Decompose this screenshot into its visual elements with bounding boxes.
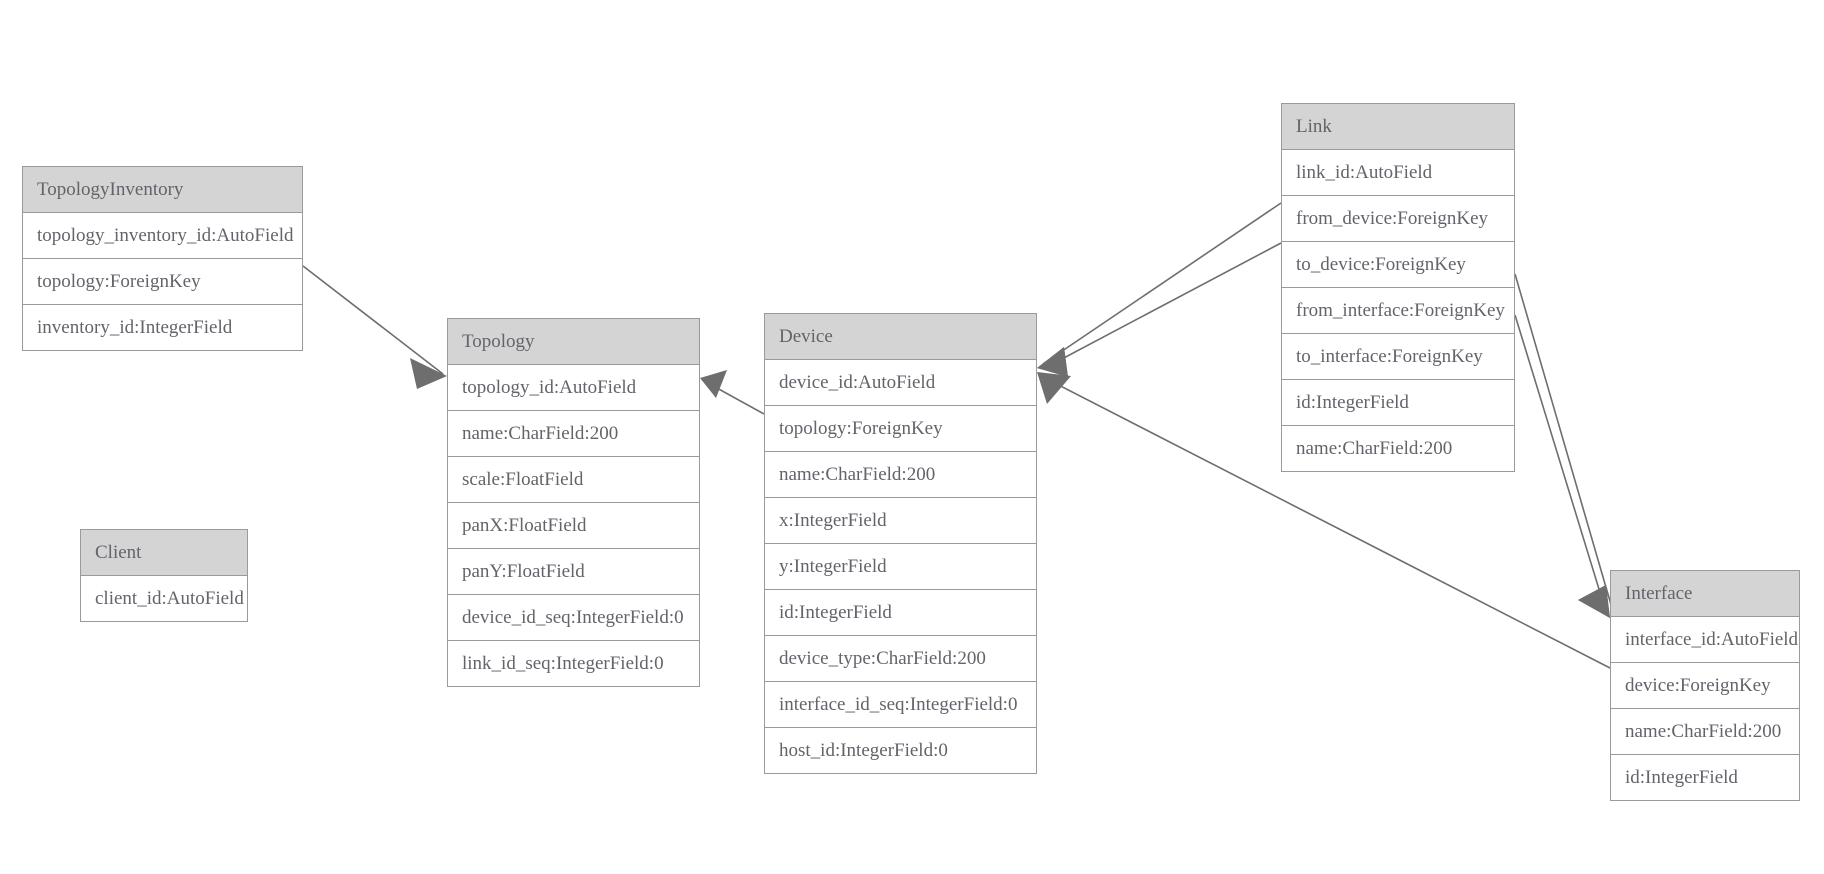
entity-field[interactable]: host_id:IntegerField:0 — [765, 728, 1036, 773]
entity-field[interactable]: name:CharField:200 — [448, 411, 699, 457]
relationship-arrowhead — [1037, 347, 1068, 377]
relationship-line — [302, 265, 444, 375]
entity-field[interactable]: device_id_seq:IntegerField:0 — [448, 595, 699, 641]
entity-field[interactable]: inventory_id:IntegerField — [23, 305, 302, 350]
relationship-line — [1514, 314, 1607, 613]
relationship-arrowhead — [410, 358, 447, 389]
entity-field[interactable]: panY:FloatField — [448, 549, 699, 595]
entity-title-topology: Topology — [448, 319, 699, 365]
entity-title-device: Device — [765, 314, 1036, 360]
entity-field[interactable]: device_type:CharField:200 — [765, 636, 1036, 682]
entity-field[interactable]: to_interface:ForeignKey — [1282, 334, 1514, 380]
relationship-arrowhead — [1037, 347, 1068, 377]
entity-field[interactable]: panX:FloatField — [448, 503, 699, 549]
entity-field[interactable]: id:IntegerField — [1611, 755, 1799, 800]
entity-field[interactable]: name:CharField:200 — [765, 452, 1036, 498]
entity-field[interactable]: topology:ForeignKey — [23, 259, 302, 305]
entity-title-link: Link — [1282, 104, 1514, 150]
entity-field[interactable]: interface_id_seq:IntegerField:0 — [765, 682, 1036, 728]
entity-field[interactable]: id:IntegerField — [1282, 380, 1514, 426]
relationship-arrowhead — [1578, 585, 1610, 618]
entity-field[interactable]: to_device:ForeignKey — [1282, 242, 1514, 288]
entity-field[interactable]: device:ForeignKey — [1611, 663, 1799, 709]
relationship-arrowhead — [700, 370, 727, 398]
relationship-link-to-device — [1037, 242, 1282, 377]
entity-field[interactable]: link_id:AutoField — [1282, 150, 1514, 196]
entity-title-interface: Interface — [1611, 571, 1799, 617]
entity-field[interactable]: topology_inventory_id:AutoField — [23, 213, 302, 259]
relationship-link-from-interface — [1514, 273, 1613, 618]
relationship-line — [1042, 202, 1282, 365]
entity-field[interactable]: from_device:ForeignKey — [1282, 196, 1514, 242]
relationship-topologyinventory-topology — [302, 265, 447, 389]
entity-field[interactable]: name:CharField:200 — [1611, 709, 1799, 755]
relationship-arrowhead — [1037, 372, 1071, 404]
entity-field[interactable]: name:CharField:200 — [1282, 426, 1514, 471]
entity-field[interactable]: topology:ForeignKey — [765, 406, 1036, 452]
relationship-arrowhead — [1578, 585, 1610, 618]
entity-field[interactable]: y:IntegerField — [765, 544, 1036, 590]
entity-field[interactable]: interface_id:AutoField — [1611, 617, 1799, 663]
relationship-link-from-device — [1037, 202, 1282, 377]
entity-title-client: Client — [81, 530, 247, 576]
relationship-line — [1042, 242, 1282, 370]
relationship-line — [1514, 273, 1613, 609]
entity-field[interactable]: id:IntegerField — [765, 590, 1036, 636]
entity-field[interactable]: client_id:AutoField — [81, 576, 247, 621]
relationship-device-topology — [700, 370, 765, 415]
entity-field[interactable]: topology_id:AutoField — [448, 365, 699, 411]
entity-field[interactable]: device_id:AutoField — [765, 360, 1036, 406]
entity-title-topology-inventory: TopologyInventory — [23, 167, 302, 213]
relationship-line — [705, 381, 765, 415]
entity-field[interactable]: from_interface:ForeignKey — [1282, 288, 1514, 334]
relationship-link-to-interface — [1514, 314, 1610, 618]
entity-field[interactable]: scale:FloatField — [448, 457, 699, 503]
entity-field[interactable]: x:IntegerField — [765, 498, 1036, 544]
entity-field[interactable]: link_id_seq:IntegerField:0 — [448, 641, 699, 686]
